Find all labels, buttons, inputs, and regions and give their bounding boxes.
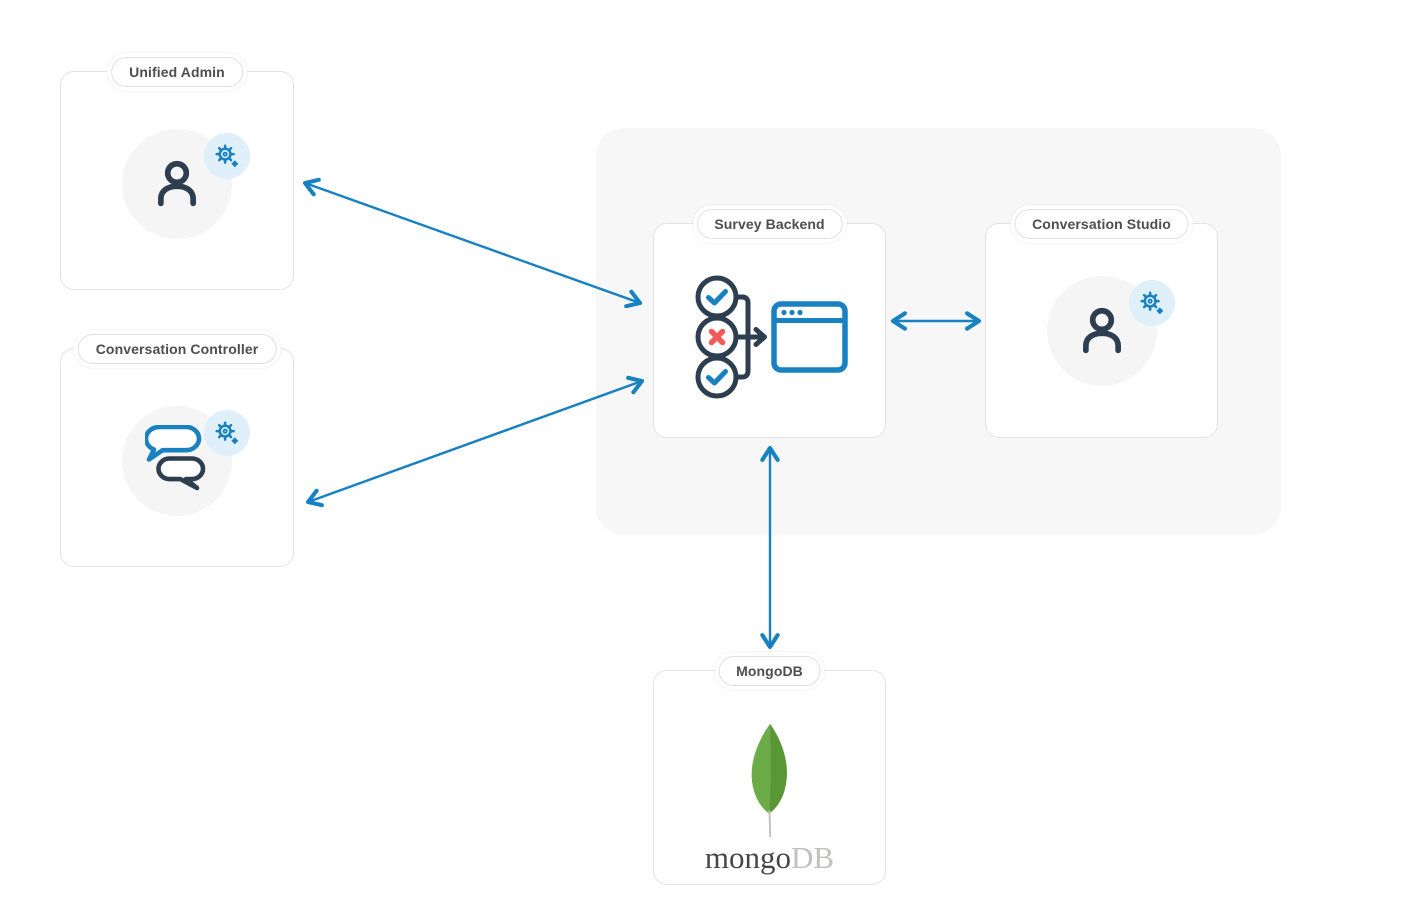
node-label-conversation-controller: Conversation Controller [77, 334, 277, 364]
node-conversation-studio: Conversation Studio [985, 209, 1218, 438]
user-icon [1082, 307, 1121, 354]
gear-icon [215, 144, 241, 170]
gear-icon [1139, 291, 1165, 317]
chat-bubbles-icon [145, 425, 206, 491]
node-label-mongodb: MongoDB [718, 656, 821, 686]
mongodb-wordmark-primary: mongo [704, 840, 792, 875]
node-unified-admin: Unified Admin [60, 57, 294, 290]
user-icon [158, 160, 196, 207]
gear-icon [215, 421, 241, 447]
avatar [1046, 276, 1175, 386]
avatar [122, 129, 250, 239]
node-label-unified-admin: Unified Admin [111, 57, 243, 87]
node-label-survey-backend: Survey Backend [696, 209, 843, 239]
avatar [122, 406, 250, 516]
node-survey-backend: Survey Backend [653, 209, 886, 438]
mongodb-wordmark-secondary: DB [791, 840, 835, 875]
mongodb-logo: mongoDB [654, 671, 885, 884]
gear-badge [1128, 280, 1175, 326]
node-conversation-controller: Conversation Controller [60, 334, 294, 567]
arrow-conversation-controller-survey-backend [305, 375, 645, 508]
check-icon [706, 289, 728, 306]
mongodb-wordmark: mongoDB [705, 842, 834, 873]
x-icon [708, 328, 726, 346]
arrow-unified-admin-survey-backend [302, 177, 643, 309]
gear-badge [204, 133, 250, 179]
gear-badge [204, 410, 250, 456]
mongodb-leaf-icon [751, 723, 787, 838]
survey-checklist-browser-icon [695, 275, 848, 399]
node-mongodb: MongoDB mongoDB [653, 656, 886, 885]
node-label-conversation-studio: Conversation Studio [1014, 209, 1189, 239]
check-icon [706, 369, 728, 386]
